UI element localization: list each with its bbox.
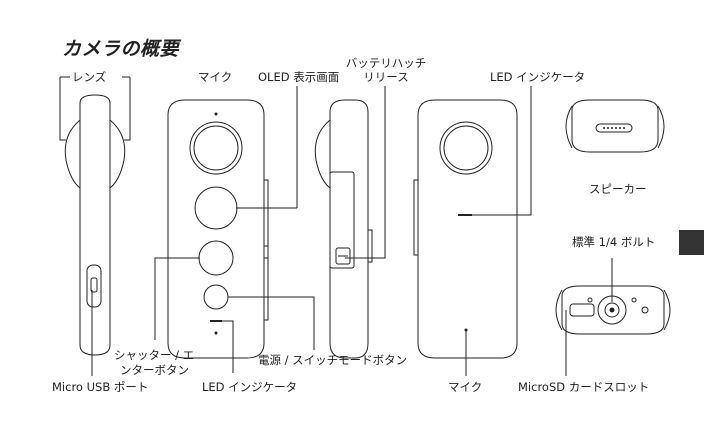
label-battery-hatch-1: バッテリハッチ [345, 56, 427, 70]
label-led-indicator-top: LED インジケータ [490, 70, 585, 84]
label-shutter-1: シャッター / エ [114, 348, 194, 362]
label-speaker: スピーカー [589, 182, 647, 196]
label-shutter-2: ンターボタン [120, 363, 189, 377]
camera-top-view [566, 100, 664, 152]
label-power-button: 電源 / スイッチモードボタン [258, 353, 407, 367]
camera-back-view [414, 100, 517, 358]
label-led-indicator-bottom: LED インジケータ [202, 380, 297, 394]
label-oled-display: OLED 表示画面 [258, 70, 339, 84]
camera-front-view [168, 100, 268, 358]
label-tripod-mount: 標準 1/4 ボルト [572, 235, 655, 249]
label-mic-bottom: マイク [448, 380, 482, 394]
camera-hatch-side-view [315, 100, 372, 358]
section-tab [679, 230, 704, 255]
camera-bottom-view [556, 286, 670, 334]
camera-side-view [65, 95, 124, 355]
label-lens: レンズ [72, 70, 106, 84]
label-battery-hatch-2: リリース [345, 70, 427, 84]
label-micro-usb: Micro USB ポート [52, 380, 148, 394]
leader-lines [60, 77, 612, 376]
label-mic-top: マイク [198, 70, 232, 84]
label-microsd-slot: MicroSD カードスロット [518, 380, 649, 394]
